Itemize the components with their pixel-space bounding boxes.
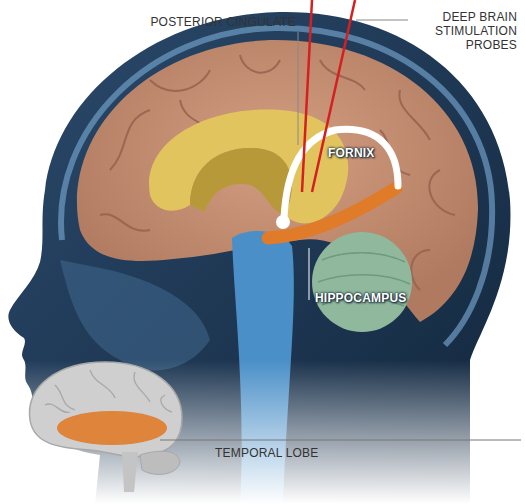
bottom-fade	[0, 360, 525, 504]
leader-line	[298, 32, 299, 145]
region-label: FORNIX	[328, 146, 375, 160]
region-label: HIPPOCAMPUS	[315, 291, 407, 305]
fornix	[284, 129, 398, 218]
small-brain	[30, 362, 182, 457]
small-cerebellum	[140, 451, 180, 474]
temporal-lobe	[57, 411, 167, 445]
small-brainstem	[122, 452, 138, 492]
region-label: TEMPORAL LOBE	[215, 446, 319, 460]
cerebellum	[312, 232, 412, 332]
stimulation-probe	[302, 0, 312, 192]
device-label: DEEP BRAIN STIMULATION PROBES	[413, 10, 517, 52]
leader-line	[309, 248, 310, 300]
region-label: POSTERIOR CINGULATE	[150, 15, 296, 29]
small-brain-gyri	[45, 370, 172, 412]
stimulation-probe	[312, 0, 355, 192]
corpus-callosum	[190, 148, 292, 215]
leader-line	[160, 440, 521, 441]
leader-line	[356, 20, 408, 21]
fornix-end	[276, 215, 290, 229]
face-tissue	[60, 260, 210, 370]
